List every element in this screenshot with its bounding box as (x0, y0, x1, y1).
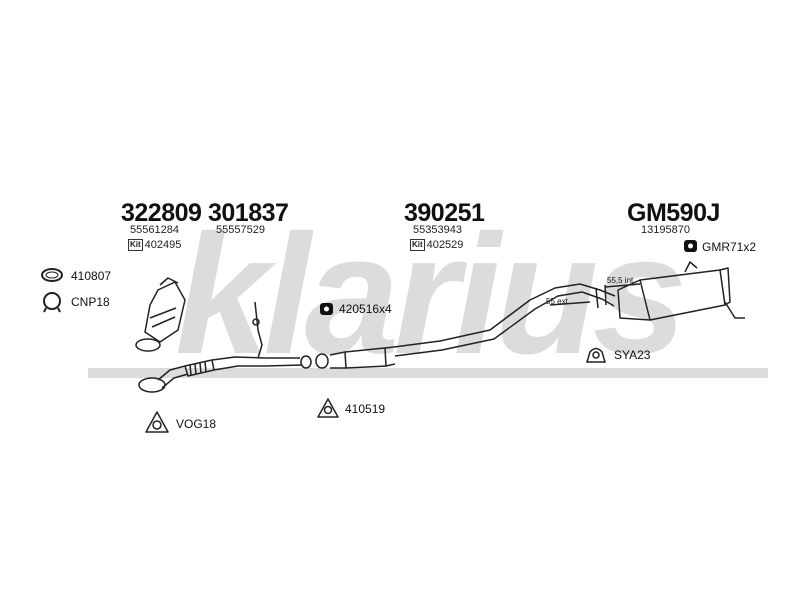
kit-number-402529: Kit 402529 (410, 239, 463, 251)
centre-silencer[interactable] (300, 283, 583, 369)
watermark-text: klarius (175, 218, 682, 388)
bracket-icon (585, 347, 607, 363)
clamp-icon (43, 292, 61, 313)
front-pipe[interactable] (138, 301, 303, 393)
fitting-GMR71x2[interactable]: GMR71x2 (702, 240, 757, 254)
flange-gasket-icon (145, 411, 169, 433)
flange-gasket-icon (317, 398, 339, 418)
fitting-VOG18[interactable]: VOG18 (176, 417, 217, 431)
fitting-410519[interactable]: 410519 (345, 402, 386, 416)
dimension-ext: 55 ext. (546, 297, 571, 306)
oe-number-13195870: 13195870 (641, 224, 690, 236)
part-number-390251[interactable]: 390251 (404, 199, 485, 227)
nut-icon (320, 303, 333, 315)
oe-number-55561284: 55561284 (130, 224, 179, 236)
rear-silencer[interactable] (549, 261, 745, 321)
kit-number-402495: Kit 402495 (128, 239, 181, 251)
catalytic-converter[interactable] (135, 277, 186, 352)
gasket-ring-icon (41, 268, 63, 282)
part-number-301837[interactable]: 301837 (208, 199, 289, 227)
fitting-420516x4[interactable]: 420516x4 (339, 302, 392, 316)
kit-badge: Kit (128, 239, 143, 251)
fitting-CNP18[interactable]: CNP18 (71, 295, 110, 309)
klarius-watermark: klarius (88, 218, 768, 388)
kit-number: 402495 (144, 239, 182, 251)
oe-number-55557529: 55557529 (216, 224, 265, 236)
dimension-int: 55,5 int. (607, 276, 636, 285)
part-number-GM590J[interactable]: GM590J (627, 199, 720, 227)
fitting-SYA23[interactable]: SYA23 (614, 348, 651, 362)
part-number-322809[interactable]: 322809 (121, 199, 202, 227)
oe-number-55353943: 55353943 (413, 224, 462, 236)
fitting-410807[interactable]: 410807 (71, 269, 112, 283)
kit-number: 402529 (426, 239, 464, 251)
rubber-mount-icon (684, 240, 697, 252)
kit-badge: Kit (410, 239, 425, 251)
